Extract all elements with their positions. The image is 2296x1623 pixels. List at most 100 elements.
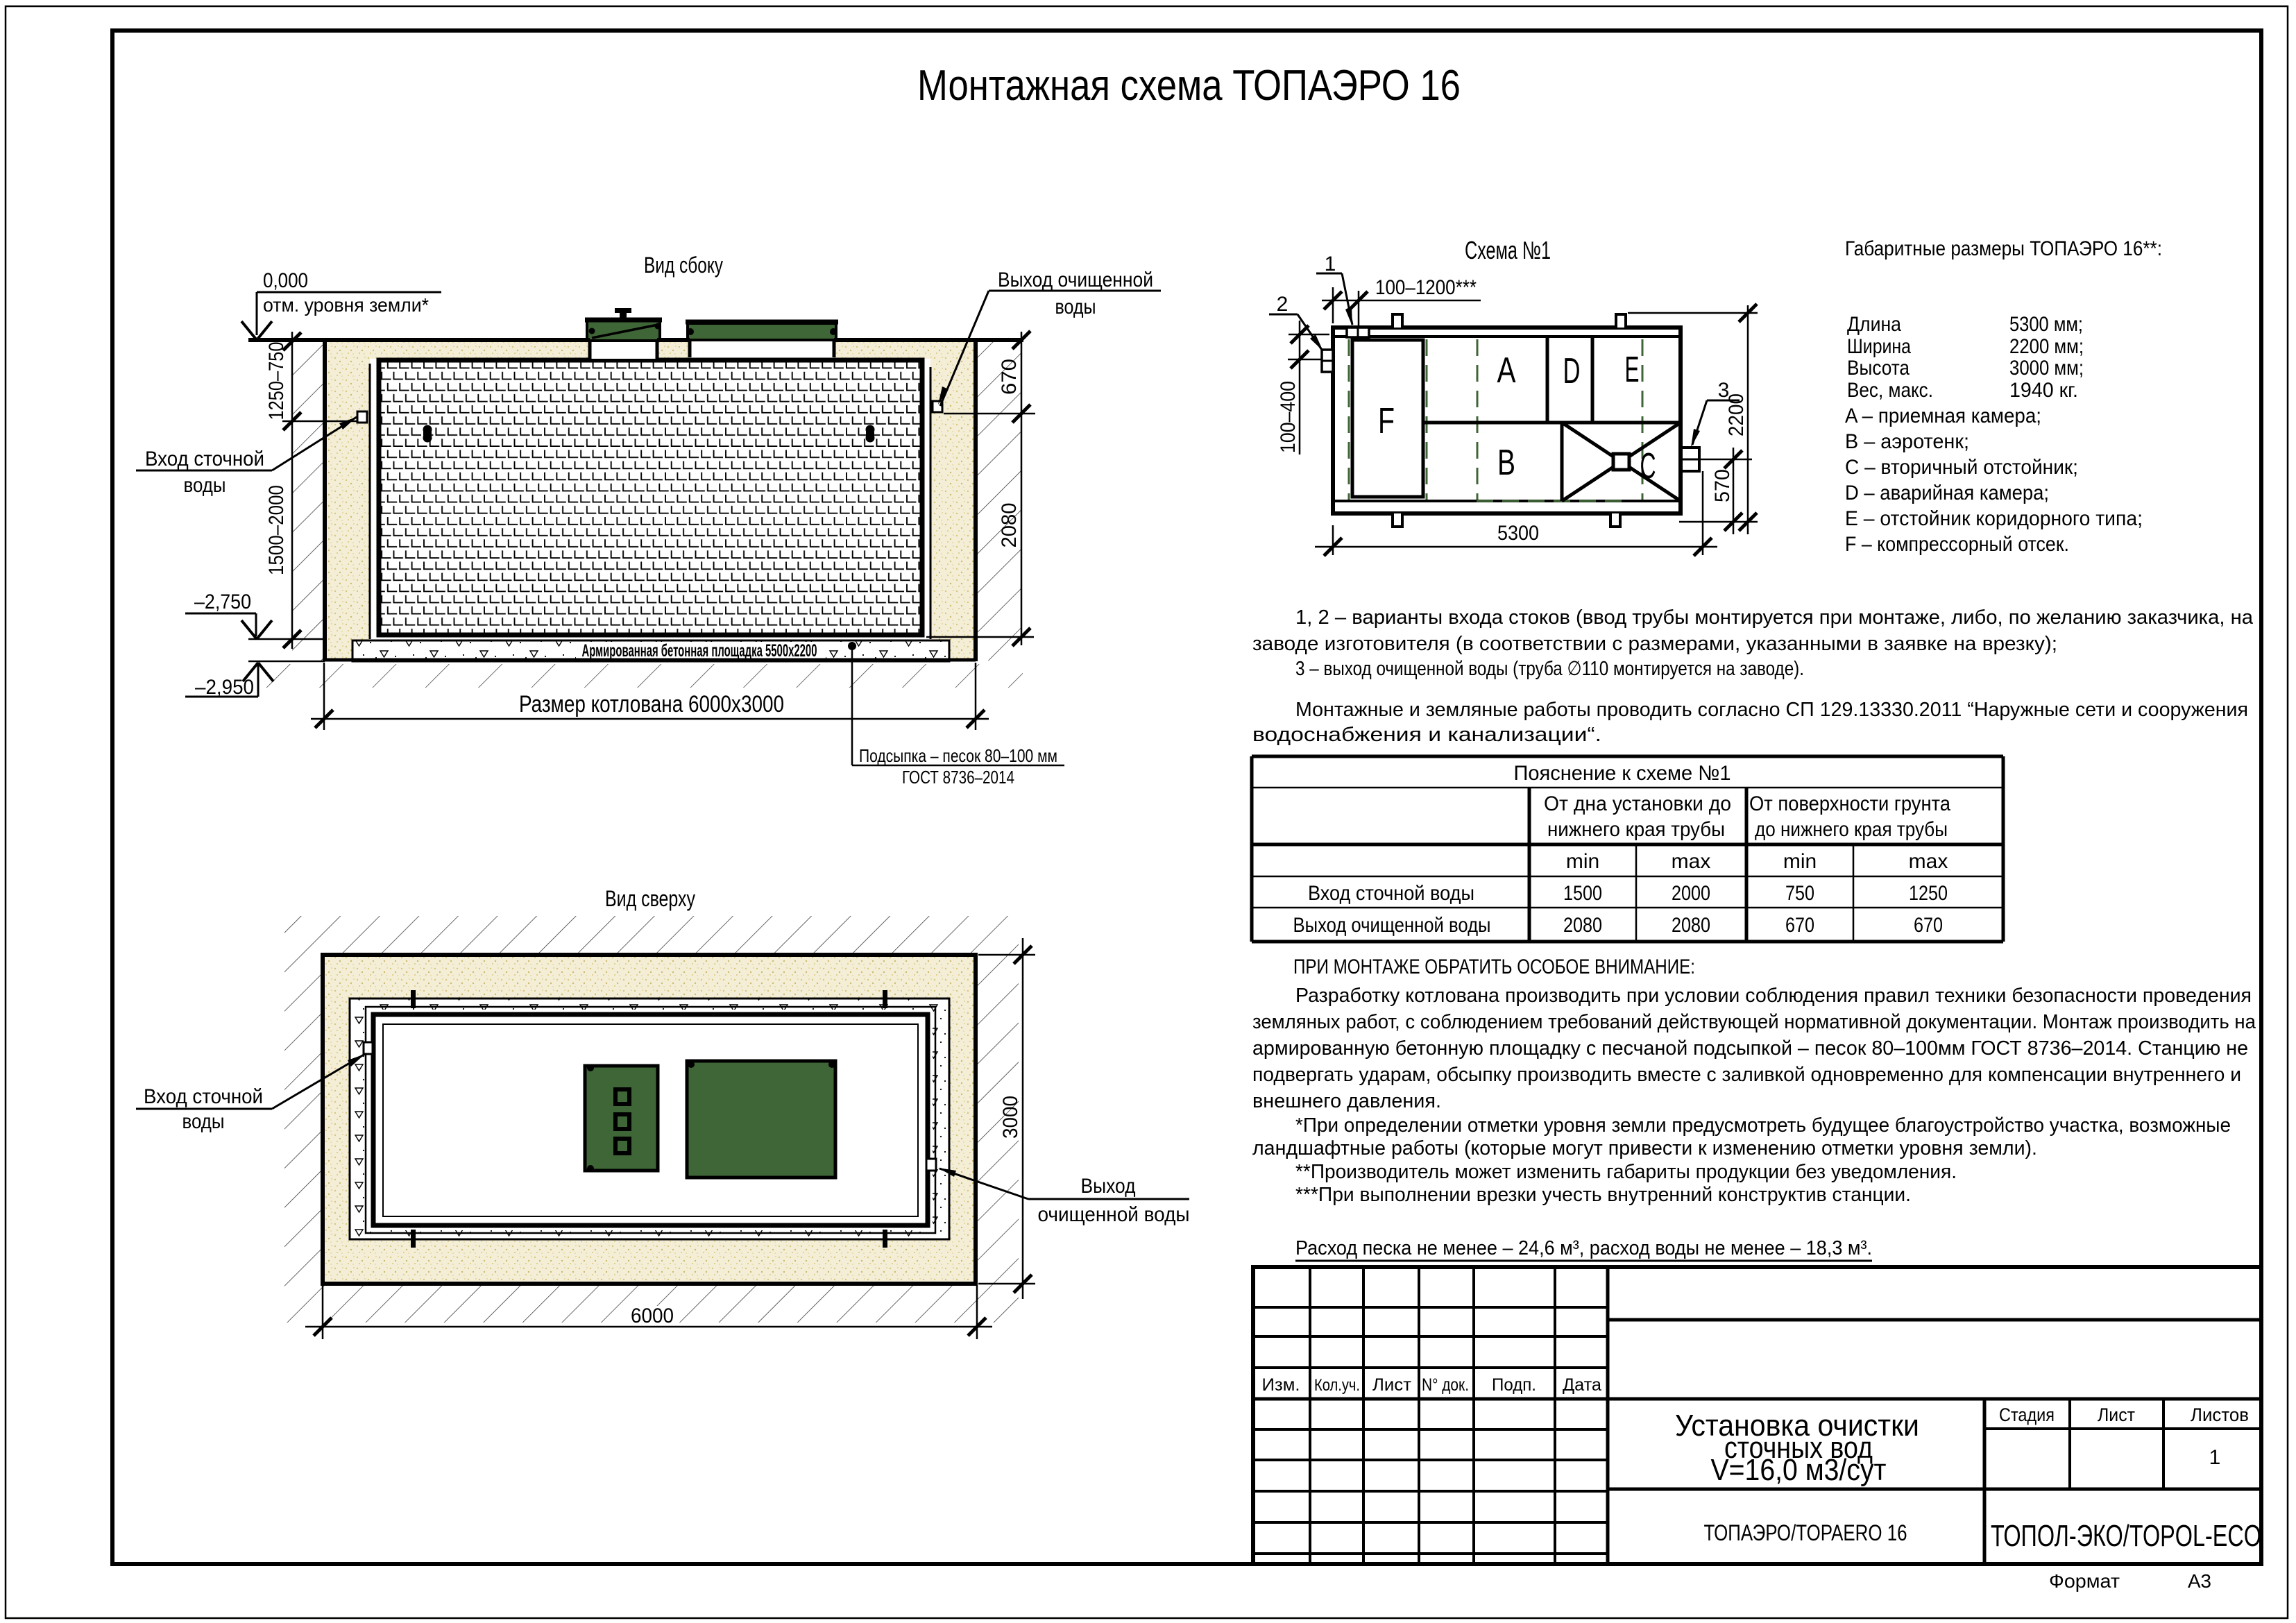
svg-text:A – приемная камера;: A – приемная камера; (1845, 405, 2041, 427)
svg-text:От дна установки до: От дна установки до (1544, 792, 1731, 815)
svg-text:1250: 1250 (1909, 882, 1948, 905)
svg-text:3000 мм;: 3000 мм; (2009, 357, 2084, 380)
svg-text:B: B (1497, 443, 1515, 483)
svg-text:A: A (1497, 350, 1516, 391)
svg-text:D – аварийная камера;: D – аварийная камера; (1845, 482, 2049, 504)
svg-text:670: 670 (998, 359, 1021, 395)
svg-text:750: 750 (1785, 882, 1814, 905)
svg-text:Лист: Лист (1372, 1375, 1412, 1395)
svg-text:Подп.: Подп. (1492, 1375, 1536, 1395)
svg-text:2: 2 (1277, 293, 1289, 316)
svg-text:ПРИ МОНТАЖЕ ОБРАТИТЬ ОСОБОЕ ВН: ПРИ МОНТАЖЕ ОБРАТИТЬ ОСОБОЕ ВНИМАНИЕ: (1293, 955, 1695, 978)
svg-text:570: 570 (1711, 469, 1734, 502)
svg-text:Выход: Выход (1081, 1175, 1136, 1198)
svg-text:0,000: 0,000 (263, 269, 308, 292)
svg-text:3 – выход очищенной воды (труб: 3 – выход очищенной воды (труба ∅110 мон… (1295, 658, 1804, 680)
svg-text:воды: воды (184, 474, 226, 497)
svg-text:1500–2000: 1500–2000 (265, 485, 288, 575)
svg-text:От поверхности грунта: От поверхности грунта (1749, 792, 1950, 815)
svg-text:Габаритные размеры ТОПАЭРО 16*: Габаритные размеры ТОПАЭРО 16**: (1845, 237, 2162, 260)
svg-text:Вид сбоку: Вид сбоку (644, 253, 723, 278)
svg-text:2080: 2080 (998, 503, 1021, 548)
svg-text:Высота: Высота (1847, 357, 1910, 380)
svg-text:6000: 6000 (631, 1305, 674, 1327)
svg-text:2080: 2080 (1672, 914, 1710, 937)
svg-text:*При определении отметки уровн: *При определении отметки уровня земли пр… (1295, 1114, 2231, 1137)
svg-text:max: max (1909, 850, 1948, 873)
svg-text:Разработку котлована производи: Разработку котлована производить при усл… (1295, 985, 2252, 1007)
svg-text:воды: воды (182, 1110, 225, 1133)
svg-text:1500: 1500 (1563, 882, 1602, 905)
svg-text:Листов: Листов (2191, 1404, 2249, 1425)
svg-text:очищенной воды: очищенной воды (1038, 1203, 1190, 1226)
svg-text:до нижнего края трубы: до нижнего края трубы (1755, 818, 1948, 841)
svg-text:Формат: Формат (2049, 1570, 2120, 1592)
svg-text:1250–750: 1250–750 (265, 342, 288, 420)
svg-text:Вид сверху: Вид сверху (605, 886, 695, 911)
svg-text:–2,750: –2,750 (194, 590, 251, 613)
svg-text:D: D (1563, 351, 1581, 391)
svg-text:заводе изготовителя (в соответ: заводе изготовителя (в соответствии с ра… (1252, 633, 2057, 655)
svg-text:Вход сточной: Вход сточной (145, 448, 264, 470)
svg-text:Подсыпка – песок 80–100 мм: Подсыпка – песок 80–100 мм (859, 745, 1057, 766)
svg-text:1: 1 (1325, 253, 1336, 275)
svg-text:100–400: 100–400 (1277, 381, 1300, 453)
svg-text:Кол.уч.: Кол.уч. (1314, 1376, 1360, 1395)
svg-text:1940 кг.: 1940 кг. (2009, 379, 2078, 402)
svg-text:Ширина: Ширина (1847, 335, 1911, 358)
svg-text:Длина: Длина (1847, 313, 1901, 336)
svg-text:5300: 5300 (1497, 522, 1539, 545)
svg-text:воды: воды (1055, 296, 1096, 318)
svg-text:Изм.: Изм. (1262, 1375, 1300, 1395)
svg-text:нижнего края трубы: нижнего края трубы (1547, 818, 1725, 841)
svg-text:ТОПОЛ-ЭКО/TOPOL-ECO: ТОПОЛ-ЭКО/TOPOL-ECO (1991, 1519, 2261, 1553)
svg-text:2080: 2080 (1563, 914, 1602, 937)
svg-text:ландшафтные работы (которые мо: ландшафтные работы (которые могут привес… (1252, 1137, 2037, 1159)
svg-text:**Производитель может изменить: **Производитель может изменить габариты … (1295, 1161, 1957, 1183)
svg-text:Установка очистки: Установка очистки (1675, 1409, 1919, 1443)
svg-text:1, 2 – варианты входа стоков: 1, 2 – варианты входа стоков (ввод трубы… (1295, 606, 2254, 629)
svg-text:3000: 3000 (999, 1096, 1022, 1139)
svg-text:армированную бетонную площадку: армированную бетонную площадку с песчано… (1252, 1037, 2248, 1060)
svg-text:Стадия: Стадия (1999, 1404, 2055, 1425)
svg-text:Схема №1: Схема №1 (1465, 236, 1551, 264)
svg-text:670: 670 (1914, 914, 1943, 937)
svg-text:Вход сточной воды: Вход сточной воды (1308, 882, 1474, 905)
svg-text:подвергать ударам, обсыпку про: подвергать ударам, обсыпку производить в… (1252, 1064, 2241, 1086)
svg-text:ГОСТ 8736–2014: ГОСТ 8736–2014 (902, 767, 1014, 788)
svg-text:Лист: Лист (2098, 1404, 2135, 1425)
svg-text:Выход очищенной воды: Выход очищенной воды (1293, 914, 1491, 937)
svg-text:Расход песка не менее – 24,6 м: Расход песка не менее – 24,6 м³, расход … (1295, 1237, 1872, 1259)
svg-text:водоснабжения и канализации“.: водоснабжения и канализации“. (1252, 724, 1601, 746)
svg-text:2200 мм;: 2200 мм; (2009, 335, 2084, 358)
svg-text:Пояснение к схеме №1: Пояснение к схеме №1 (1514, 762, 1731, 785)
svg-text:2200: 2200 (1725, 393, 1748, 436)
svg-text:C: C (1640, 446, 1656, 486)
svg-text:сточных вод: сточных вод (1724, 1431, 1873, 1465)
svg-text:E – отстойник коридорного типа: E – отстойник коридорного типа; (1845, 507, 2143, 530)
svg-text:N° док.: N° док. (1422, 1375, 1469, 1395)
svg-text:min: min (1566, 850, 1599, 873)
svg-text:Монтажная схема ТОПАЭРО 16: Монтажная схема ТОПАЭРО 16 (917, 62, 1461, 110)
svg-text:E: E (1625, 350, 1640, 390)
svg-text:внешнего давления.: внешнего давления. (1252, 1090, 1441, 1112)
svg-text:max: max (1672, 850, 1711, 873)
svg-text:Вход сточной: Вход сточной (144, 1085, 263, 1108)
svg-text:Размер котлована 6000х3000: Размер котлована 6000х3000 (519, 691, 784, 717)
svg-text:А3: А3 (2188, 1570, 2211, 1592)
svg-text:F – компрессорный отсек.: F – компрессорный отсек. (1845, 533, 2069, 556)
svg-text:3: 3 (1718, 379, 1730, 402)
svg-text:F: F (1378, 401, 1395, 441)
svg-text:V=16,0 м3/сут: V=16,0 м3/сут (1711, 1453, 1887, 1487)
svg-text:–2,950: –2,950 (195, 676, 254, 699)
svg-text:C – вторичный отстойник;: C – вторичный отстойник; (1845, 456, 2078, 479)
svg-text:1: 1 (2209, 1446, 2221, 1469)
svg-text:отм. уровня земли*: отм. уровня земли* (263, 294, 429, 316)
svg-text:***При выполнении врезки учест: ***При выполнении врезки учесть внутренн… (1295, 1184, 1911, 1206)
svg-text:5300 мм;: 5300 мм; (2009, 313, 2083, 336)
svg-text:2000: 2000 (1672, 882, 1710, 905)
svg-text:Вес, макс.: Вес, макс. (1847, 379, 1933, 402)
svg-text:670: 670 (1785, 914, 1814, 937)
svg-text:Монтажные и земляные работы пр: Монтажные и земляные работы проводить со… (1295, 699, 2248, 721)
svg-text:Выход очищенной: Выход очищенной (998, 269, 1153, 291)
